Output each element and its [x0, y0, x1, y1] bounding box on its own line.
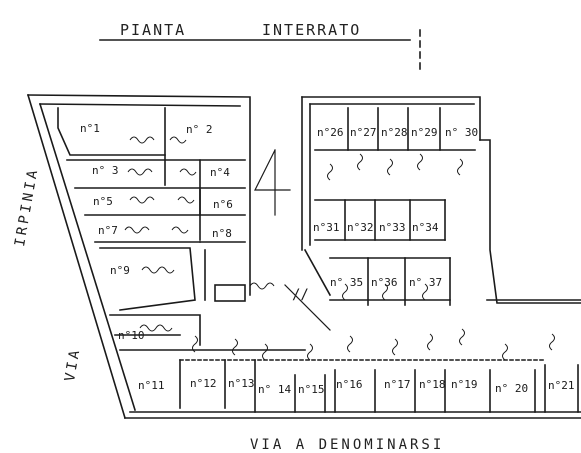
box-label-15: n°15: [298, 383, 325, 396]
box-label-36: n°36: [371, 276, 398, 289]
box-label-13: n°13: [228, 377, 255, 390]
box-label-18: n°18: [419, 378, 446, 391]
street-bottom: VIA A DENOMINARSI: [250, 437, 445, 453]
box-label-28: n°28: [381, 126, 408, 139]
box-label-5: n°5: [93, 195, 113, 208]
box-label-34: n°34: [412, 221, 439, 234]
box-label-11: n°11: [138, 379, 165, 392]
box-label-27: n°27: [350, 126, 377, 139]
left-block-diagonal-wall: [27, 94, 126, 419]
box-label-14: n° 14: [258, 383, 292, 396]
right-block-top-wall: [301, 96, 481, 141]
box-label-29: n°29: [411, 126, 438, 139]
box-label-2: n° 2: [186, 123, 213, 136]
box-label-20: n° 20: [495, 382, 529, 395]
box-label-4: n°4: [210, 166, 230, 179]
box-label-35: n° 35: [330, 276, 364, 289]
box-label-3: n° 3: [92, 164, 119, 177]
box-label-10: n°10: [118, 329, 145, 342]
ramp-arrow: //: [292, 287, 309, 303]
box-label-7: n°7: [98, 224, 118, 237]
title-pianta: PIANTA: [120, 21, 187, 39]
box-label-9: n°9: [110, 264, 130, 277]
box-label-1: n°1: [80, 122, 100, 135]
box-label-33: n°33: [379, 221, 406, 234]
box-label-19: n°19: [451, 378, 478, 391]
left-block-top-wall: [27, 94, 251, 296]
box-label-8: n°8: [212, 227, 232, 240]
box-label-32: n°32: [347, 221, 374, 234]
box-label-17: n°17: [384, 378, 411, 391]
box-label-12: n°12: [190, 377, 217, 390]
box-label-30: n° 30: [445, 126, 479, 139]
title-interrato: INTERRATO: [262, 21, 362, 39]
box-label-16: n°16: [336, 378, 363, 391]
box-label-31: n°31: [313, 221, 340, 234]
box-label-37: n° 37: [409, 276, 443, 289]
box-label-6: n°6: [213, 198, 233, 211]
box-label-21: n°21: [548, 379, 575, 392]
annotation-scribbles: [124, 136, 555, 361]
box-label-26: n°26: [317, 126, 344, 139]
